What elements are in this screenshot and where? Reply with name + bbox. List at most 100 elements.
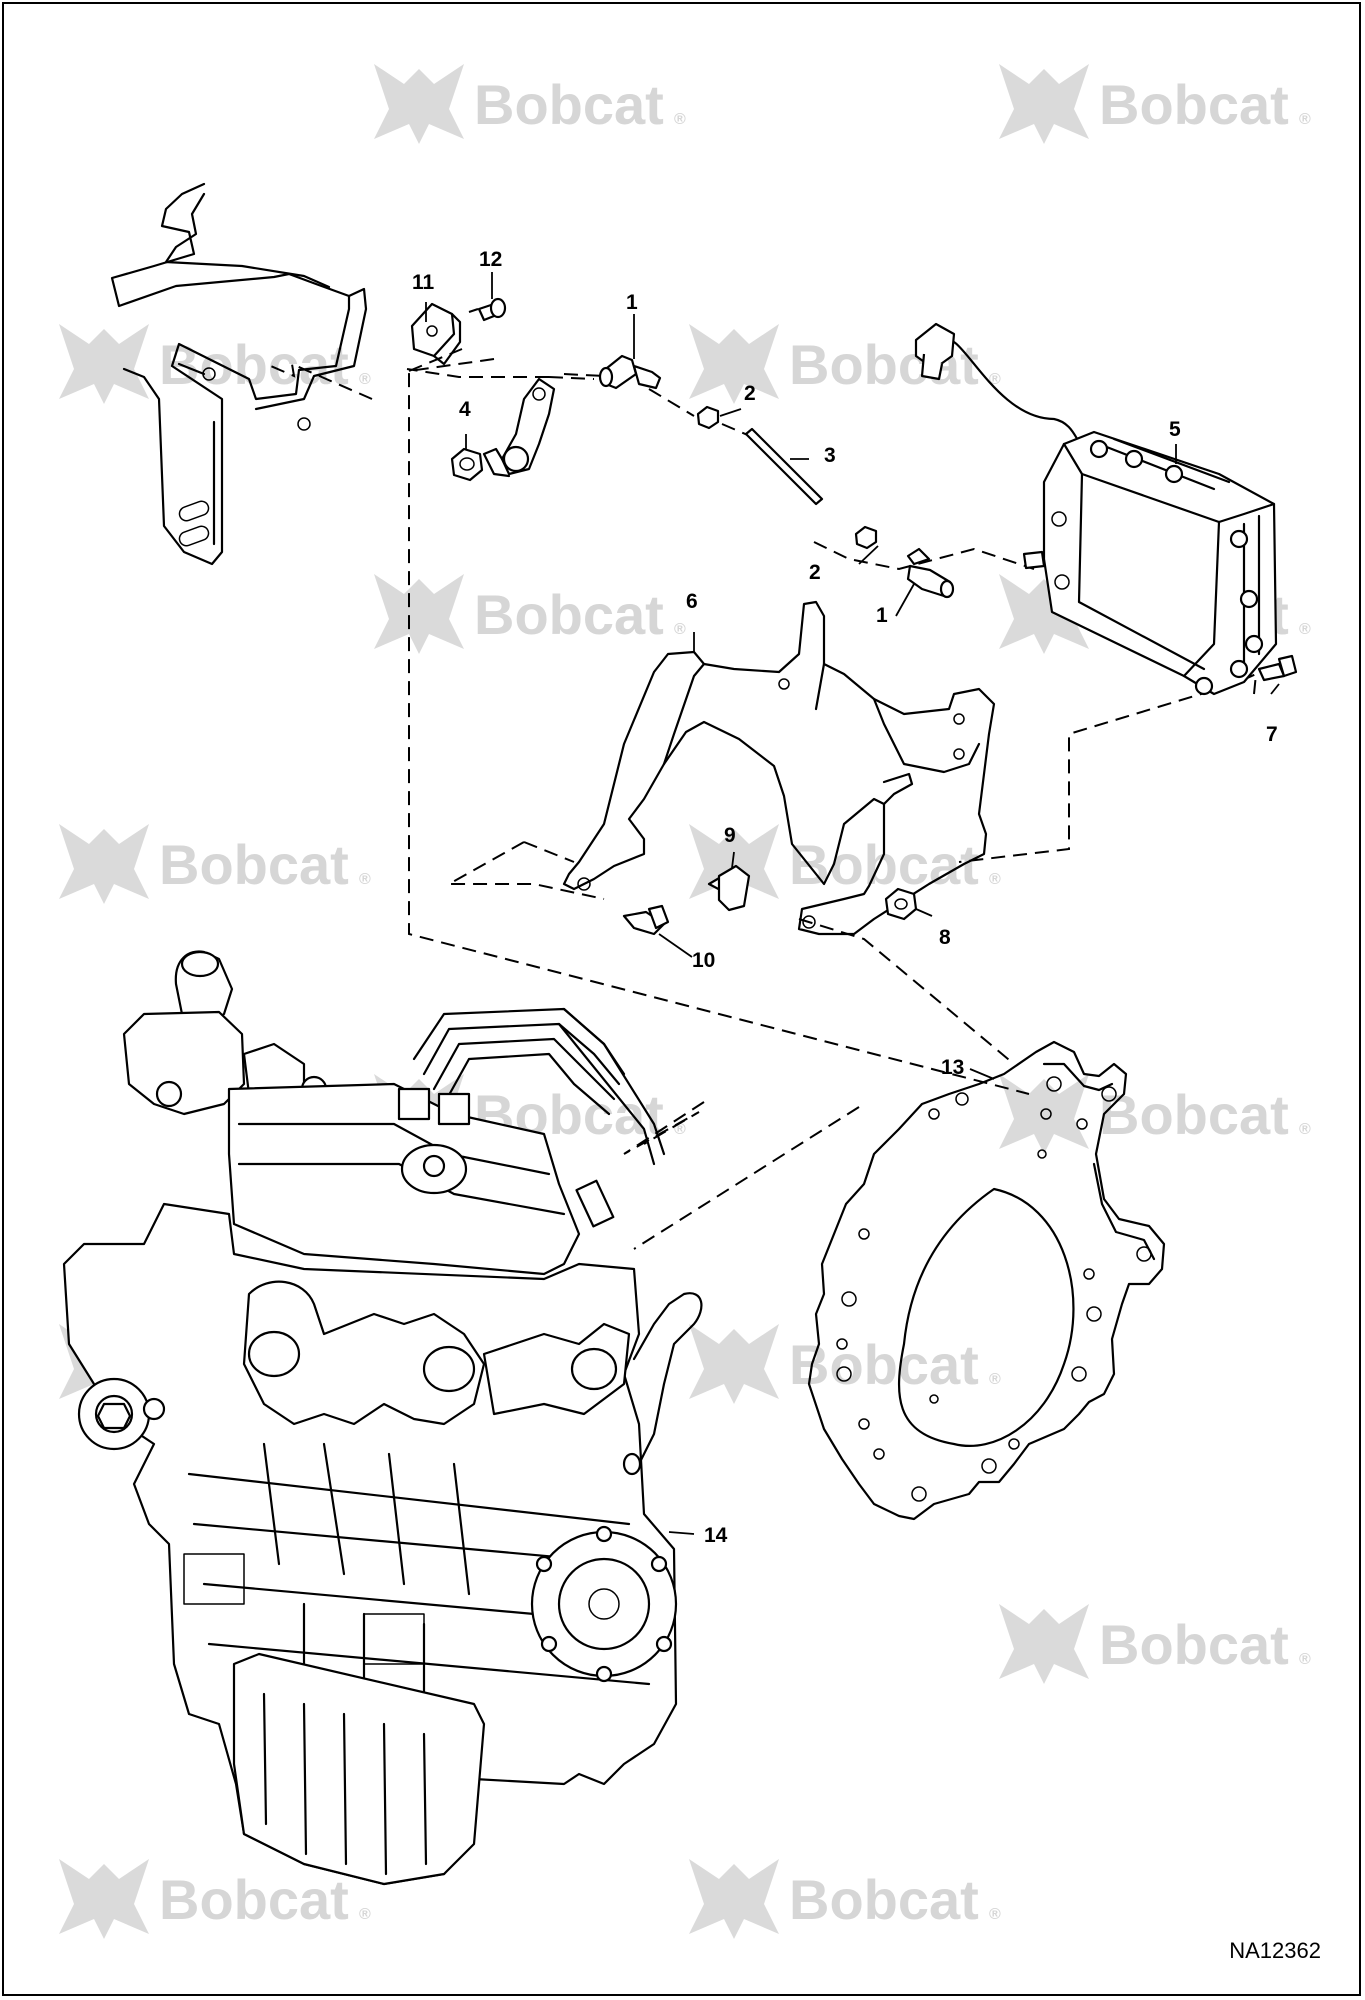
part-5-actuator bbox=[914, 322, 1278, 696]
actuator-cable bbox=[942, 338, 1081, 444]
dashed-line-13-to-engine bbox=[633, 1106, 860, 1250]
nut-hex bbox=[450, 447, 484, 482]
left-mounting-bracket bbox=[110, 182, 368, 566]
bracket-tab bbox=[882, 772, 914, 806]
leader-8 bbox=[915, 908, 933, 917]
engine-sensor bbox=[155, 1080, 183, 1108]
bobcat-logo-icon bbox=[374, 574, 464, 654]
plate-hole-6 bbox=[1083, 1268, 1095, 1280]
dashed-line-5-to-6 bbox=[958, 672, 1258, 863]
engine-rear-center bbox=[588, 1588, 620, 1620]
callout-13: 13 bbox=[941, 1056, 964, 1079]
bolt-head bbox=[717, 864, 751, 912]
engine-breather-center bbox=[422, 1154, 446, 1178]
actuator-bolt-5 bbox=[1239, 589, 1259, 609]
engine-injector-3 bbox=[575, 1179, 615, 1228]
actuator-face-edge bbox=[1077, 472, 1206, 671]
watermark-trademark: ® bbox=[674, 111, 686, 128]
callout-6: 6 bbox=[686, 590, 698, 613]
ball-joint-end bbox=[598, 366, 614, 388]
watermark-trademark: ® bbox=[989, 371, 1001, 388]
engine-rear-bolt-6 bbox=[595, 1665, 613, 1683]
callout-2-lower: 2 bbox=[809, 561, 821, 584]
bobcat-logo-icon bbox=[374, 64, 464, 144]
dashed-line-10 bbox=[445, 841, 605, 900]
callout-8: 8 bbox=[939, 926, 951, 949]
engine-block-ribs bbox=[187, 1472, 651, 1686]
connector-tab bbox=[920, 353, 944, 381]
watermark-12: Bobcat ® bbox=[689, 1324, 1001, 1404]
watermark-trademark: ® bbox=[674, 621, 686, 638]
watermark-14: Bobcat ® bbox=[59, 1859, 371, 1939]
plate-hole-16 bbox=[841, 1291, 857, 1307]
watermark-trademark: ® bbox=[1299, 1121, 1311, 1138]
bracket-hole-2 bbox=[953, 713, 965, 725]
engine-pulley-nut bbox=[96, 1402, 132, 1430]
plate-hole-3 bbox=[1076, 1118, 1088, 1130]
actuator-housing bbox=[1042, 430, 1278, 696]
part-10-bolt bbox=[622, 904, 670, 936]
callout-2-top: 2 bbox=[744, 382, 756, 405]
plate-hole-9 bbox=[1008, 1438, 1020, 1450]
part-2-nut-lower bbox=[854, 525, 878, 550]
bobcat-logo-icon bbox=[59, 1859, 149, 1939]
part-14-engine bbox=[62, 950, 703, 1886]
part-2-nut-top bbox=[696, 405, 720, 430]
dashed-line-left-vertical bbox=[408, 358, 1030, 1095]
bracket-outline bbox=[110, 182, 351, 566]
clip-body bbox=[410, 302, 456, 358]
engine-exhaust-manifold bbox=[242, 1280, 486, 1426]
bobcat-logo-icon bbox=[59, 824, 149, 904]
plate-hole-13 bbox=[858, 1418, 870, 1430]
part-1-ball-joint-top bbox=[598, 354, 662, 390]
watermark-10: Bobcat ® bbox=[999, 1074, 1311, 1154]
callout-12: 12 bbox=[479, 248, 502, 271]
exploded-parts-diagram: Bobcat ® Bobcat ® Bobcat ® Bobcat ® Bobc… bbox=[59, 64, 1311, 1939]
engine-rear-bolt-3 bbox=[595, 1525, 613, 1543]
engine-manifold-port-2 bbox=[422, 1345, 476, 1393]
watermark-15: Bobcat ® bbox=[689, 1859, 1001, 1939]
bracket-slot-1 bbox=[178, 500, 210, 522]
bobcat-logo-icon bbox=[999, 1604, 1089, 1684]
assembly-dashed-lines bbox=[265, 308, 1258, 1250]
plate-outline bbox=[807, 1040, 1166, 1521]
watermark-text: Bobcat bbox=[474, 583, 664, 646]
actuator-side-edge bbox=[1182, 520, 1221, 678]
engine-block-webs bbox=[262, 1442, 471, 1726]
callout-1-lower: 1 bbox=[876, 604, 888, 627]
actuator-mount-hole-1 bbox=[1051, 511, 1067, 527]
plate-hole-1 bbox=[1046, 1076, 1062, 1092]
callout-1-top: 1 bbox=[626, 291, 638, 314]
bracket-inner-lines bbox=[662, 662, 981, 774]
callout-5: 5 bbox=[1169, 418, 1181, 441]
engine-rear-bolt-1 bbox=[535, 1555, 553, 1573]
part-7-bolt bbox=[1257, 654, 1298, 682]
actuator-ribs bbox=[1097, 437, 1261, 666]
watermark-trademark: ® bbox=[359, 371, 371, 388]
callout-10: 10 bbox=[692, 949, 715, 972]
bracket-inner-edge bbox=[164, 192, 368, 411]
part-11-clip bbox=[410, 302, 462, 366]
watermark-trademark: ® bbox=[989, 871, 1001, 888]
bolt-head bbox=[1277, 654, 1298, 678]
bobcat-logo-icon bbox=[689, 324, 779, 404]
actuator-foot-hole bbox=[1194, 676, 1214, 696]
dashed-line-4-to-1 bbox=[563, 373, 605, 377]
engine-intake bbox=[482, 1322, 631, 1416]
engine-pipe-opening bbox=[180, 950, 220, 978]
engine-thermostat-housing bbox=[122, 1010, 246, 1116]
bracket-foot-hole-left bbox=[577, 877, 591, 891]
callout-7: 7 bbox=[1266, 723, 1278, 746]
plate-hole-12 bbox=[873, 1448, 885, 1460]
plate-hole-7 bbox=[1086, 1306, 1102, 1322]
dashed-line-8-to-13 bbox=[798, 918, 1015, 1065]
engine-oil-pan-ribs bbox=[262, 1692, 428, 1876]
callout-labels: 1 1 2 2 3 4 5 6 7 8 9 10 11 12 13 14 bbox=[412, 248, 1278, 1547]
bobcat-logo-icon bbox=[689, 1859, 779, 1939]
plate-center-opening bbox=[897, 1187, 1075, 1447]
engine-rear-bolt-2 bbox=[540, 1635, 558, 1653]
plate-hole-14 bbox=[836, 1366, 852, 1382]
callout-3: 3 bbox=[824, 444, 836, 467]
bracket-hole-1 bbox=[202, 367, 216, 381]
